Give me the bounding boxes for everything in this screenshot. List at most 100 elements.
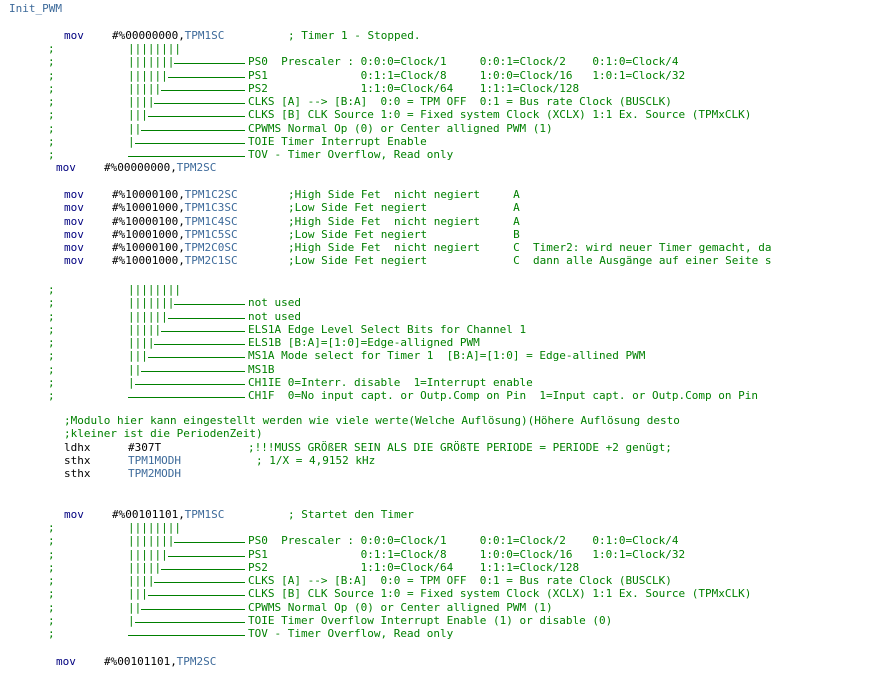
tree-leader (174, 534, 245, 544)
tree-leader (134, 376, 245, 385)
bit-description: CLKS [B] CLK Source 1:0 = Fixed system C… (248, 587, 752, 601)
comment-marker: ; (48, 95, 55, 108)
tree-leader (161, 561, 245, 570)
mnemonic: mov (64, 29, 84, 42)
operand-value: #%10000100, (112, 214, 185, 228)
bit-markers: || (128, 600, 142, 614)
bit-description: CPWMS Normal Op (0) or Center alligned P… (248, 600, 553, 614)
bit-markers: |||||||| (128, 521, 181, 534)
mnemonic: mov (56, 161, 76, 174)
comment-marker: ; (48, 296, 55, 310)
bit-markers: |||| (128, 336, 155, 349)
comment-marker: ; (48, 560, 55, 574)
code-comment: ; 1/X = 4,9152 kHz (256, 454, 376, 467)
comment-marker: ; (48, 134, 55, 148)
mnemonic: mov (56, 655, 76, 668)
operand-value: #%10001000, (112, 254, 185, 268)
bit-markers: ||||||| (128, 55, 175, 69)
bit-markers: ||| (128, 349, 148, 363)
bit-description: TOV - Timer Overflow, Read only (248, 148, 454, 161)
tree-leader (147, 108, 245, 118)
bit-description: CH1F 0=No input capt. or Outp.Comp on Pi… (248, 389, 758, 402)
operand-value: #%10001000, (112, 227, 185, 241)
operand-value: #%00101101, (104, 655, 177, 668)
tree-leader (154, 95, 245, 104)
bit-markers: |||||| (128, 68, 168, 82)
comment-marker: ; (48, 81, 55, 95)
bit-markers: | (128, 613, 135, 627)
tree-leader (161, 82, 245, 91)
tree-leader (174, 296, 245, 306)
bit-markers: |||| (128, 574, 155, 587)
tree-leader (147, 587, 245, 597)
operand-value: #%00000000, (104, 161, 177, 174)
bit-description: PS1 0:1:1=Clock/8 1:0:0=Clock/16 1:0:1=C… (248, 547, 686, 561)
bit-description: not used (248, 296, 301, 310)
code-label: Init_PWM (9, 2, 62, 15)
comment-marker: ; (48, 148, 55, 161)
register-name: TPM1C3SC (184, 201, 238, 215)
tree-leader (161, 323, 245, 332)
bit-markers: ||||||| (128, 296, 175, 310)
bit-markers: ||||| (128, 81, 162, 95)
mnemonic: mov (64, 214, 84, 228)
comment-marker: ; (48, 309, 55, 323)
bit-description: PS2 1:1:0=Clock/64 1:1:1=Clock/128 (248, 560, 580, 574)
bit-markers: ||| (128, 587, 148, 601)
mnemonic: mov (64, 201, 84, 215)
tree-leader (141, 122, 245, 131)
code-comment: ;Modulo hier kann eingestellt werden wie… (64, 414, 680, 427)
bit-description: PS1 0:1:1=Clock/8 1:0:0=Clock/16 1:0:1=C… (248, 68, 686, 82)
mnemonic: mov (64, 227, 84, 241)
operand-value: #%10001000, (112, 201, 185, 215)
bit-markers: |||||| (128, 309, 168, 323)
tree-leader (167, 310, 245, 319)
comment-marker: ; (48, 322, 55, 336)
tree-leader (147, 349, 245, 359)
register-name: TPM2SC (176, 655, 217, 668)
bit-markers: | (128, 375, 135, 389)
register-name: TPM1C5SC (184, 227, 238, 241)
code-comment: ;Low Side Fet negiert B (288, 227, 520, 241)
comment-marker: ; (48, 55, 55, 69)
tree-leader (141, 363, 245, 372)
code-comment: ;Low Side Fet negiert C dann alle Ausgän… (288, 254, 772, 268)
comment-marker: ; (48, 362, 55, 376)
code-comment: ;High Side Fet nicht negiert A (288, 214, 520, 228)
bit-description: ELS1A Edge Level Select Bits for Channel… (248, 322, 527, 336)
operand-value: #%10000100, (112, 188, 185, 201)
register-name: TPM2C1SC (184, 254, 238, 268)
bit-markers: |||||||| (128, 42, 181, 55)
bit-markers: ||||||| (128, 534, 175, 548)
code-comment: ; Timer 1 - Stopped. (288, 29, 421, 42)
tree-leader (167, 548, 245, 557)
mnemonic: mov (64, 241, 84, 254)
register-name: TPM2MODH (128, 467, 181, 480)
tree-leader (141, 601, 245, 610)
bit-description: TOIE Timer Overflow Interrupt Enable (1)… (248, 613, 613, 627)
operand-value: #%00101101, (112, 508, 185, 521)
comment-marker: ; (48, 375, 55, 389)
comment-marker: ; (48, 627, 55, 640)
register-name: TPM2SC (176, 161, 217, 174)
tree-leader (154, 336, 245, 345)
code-comment: ;Low Side Fet negiert A (288, 201, 520, 215)
bit-description: CLKS [B] CLK Source 1:0 = Fixed system C… (248, 108, 752, 122)
register-name: TPM1MODH (128, 454, 181, 467)
mnemonic: mov (64, 508, 84, 521)
comment-marker: ; (48, 121, 55, 135)
bit-description: not used (248, 309, 301, 323)
operand-value: #%10000100, (112, 241, 185, 254)
mnemonic: mov (64, 188, 84, 201)
tree-leader (128, 627, 245, 636)
bit-markers: ||||| (128, 560, 162, 574)
register-name: TPM1SC (184, 508, 225, 521)
code-comment: ;High Side Fet nicht negiert C Timer2: w… (288, 241, 772, 254)
operand-value: #307T (128, 441, 162, 454)
code-comment: ;High Side Fet nicht negiert A (288, 188, 520, 201)
bit-description: PS0 Prescaler : 0:0:0=Clock/1 0:0:1=Cloc… (248, 55, 679, 69)
comment-marker: ; (48, 336, 55, 349)
tree-leader (134, 614, 245, 623)
comment-marker: ; (48, 534, 55, 548)
